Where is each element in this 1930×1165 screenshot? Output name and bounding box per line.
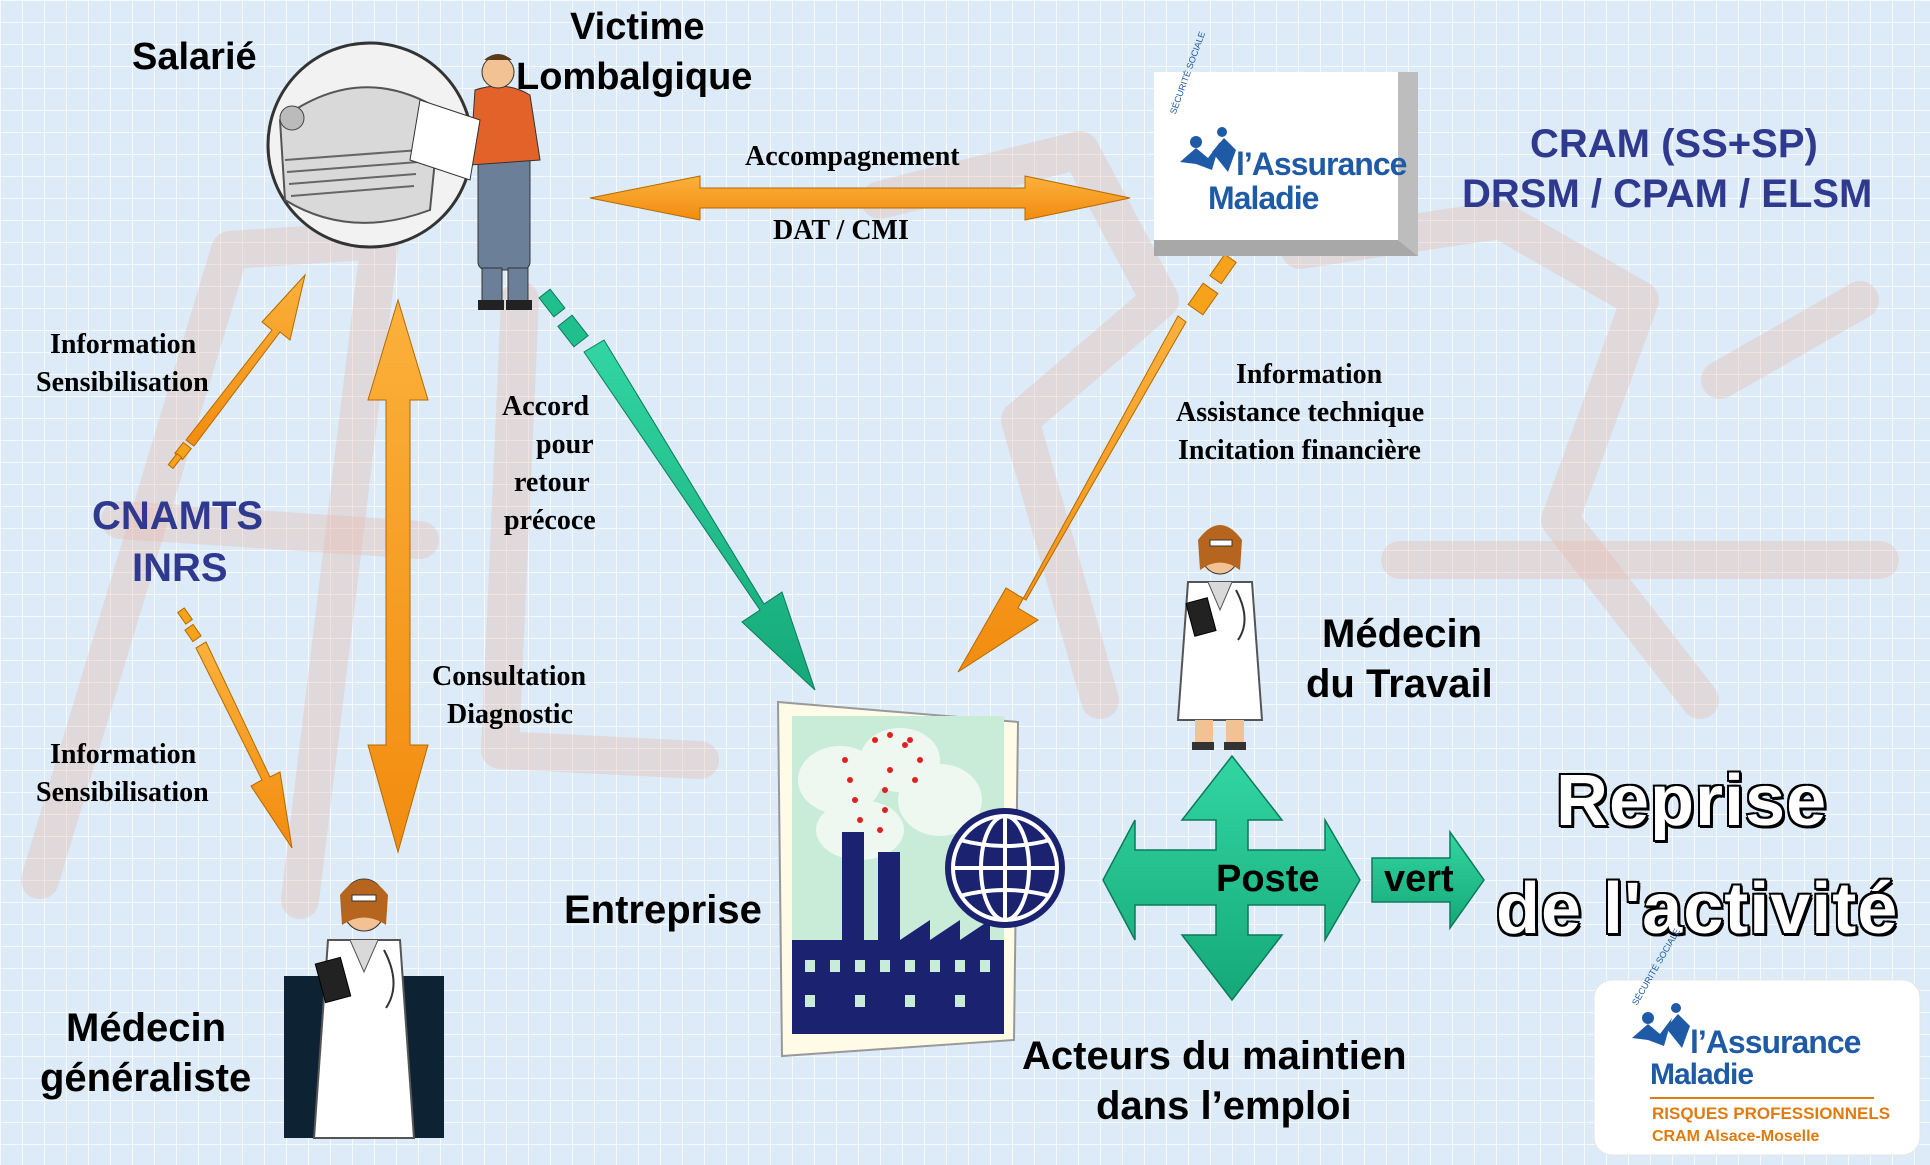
info-sens-bottom-line2: Sensibilisation xyxy=(36,777,209,808)
info-sens-top-line2: Sensibilisation xyxy=(36,367,209,398)
logo-top-line2: Maladie xyxy=(1208,180,1319,216)
accord-line2: pour xyxy=(536,429,594,460)
consultation-label: Consultation xyxy=(432,661,587,692)
vert-label: vert xyxy=(1384,858,1454,900)
diagnostic-label: Diagnostic xyxy=(447,699,573,730)
accompagnement-arrow xyxy=(589,175,1131,221)
consultation-arrow xyxy=(367,298,429,854)
globe-icon xyxy=(945,808,1065,928)
factory-illustration xyxy=(776,700,1020,1058)
assurance-maladie-rp-logo-box xyxy=(1593,979,1921,1156)
logo-bottom-sub2: CRAM Alsace-Moselle xyxy=(1652,1128,1820,1145)
reprise-line1: Reprise xyxy=(1556,761,1828,841)
salarie-label: Salarié xyxy=(132,36,257,78)
dat-cmi-label: DAT / CMI xyxy=(773,215,909,246)
accompagnement-label: Accompagnement xyxy=(745,141,960,172)
medecin-generaliste-line2: généraliste xyxy=(40,1056,252,1100)
general-doctor-illustration xyxy=(284,878,444,1139)
medecin-travail-line1: Médecin xyxy=(1322,612,1483,656)
acteurs-line2: dans l’emploi xyxy=(1096,1084,1352,1128)
poste-label: Poste xyxy=(1216,858,1320,900)
info-cram-line1: Information xyxy=(1236,359,1383,390)
accord-line1: Accord xyxy=(502,391,590,422)
info-sens-bottom-line1: Information xyxy=(50,739,197,770)
assurance-maladie-logo-box xyxy=(1154,72,1418,256)
cnamts-label: CNAMTS xyxy=(92,494,264,538)
cram-label-line2: DRSM / CPAM / ELSM xyxy=(1462,172,1873,216)
inrs-label: INRS xyxy=(132,546,228,590)
info-cram-line3: Incitation financière xyxy=(1178,435,1421,466)
cnamts-to-salarie-arrow xyxy=(167,273,306,470)
acteurs-line1: Acteurs du maintien xyxy=(1022,1034,1407,1078)
info-cram-line2: Assistance technique xyxy=(1176,397,1425,428)
accord-line3: retour xyxy=(514,467,590,498)
cram-to-entreprise-arrow xyxy=(957,253,1237,673)
reprise-line2: de l'activité xyxy=(1496,869,1899,949)
accord-arrow xyxy=(538,288,816,691)
logo-bottom-sub1: RISQUES PROFESSIONNELS xyxy=(1652,1104,1891,1123)
logo-bottom-line2: Maladie xyxy=(1650,1058,1754,1091)
occupational-doctor-illustration xyxy=(1176,525,1264,750)
logo-top-line1: l’Assurance xyxy=(1236,146,1407,182)
entreprise-label: Entreprise xyxy=(564,888,762,932)
info-sens-top-line1: Information xyxy=(50,329,197,360)
vert-arrow xyxy=(1371,829,1485,931)
cnamts-to-medecin-arrow xyxy=(177,607,293,849)
victime-label-line1: Victime xyxy=(570,6,705,48)
worker-illustration xyxy=(266,41,541,310)
accord-line4: précoce xyxy=(504,505,596,536)
poste-cross-arrow xyxy=(1102,754,1361,1002)
medecin-travail-line2: du Travail xyxy=(1306,662,1493,706)
logo-bottom-line1: l’Assurance xyxy=(1690,1024,1861,1060)
cram-label-line1: CRAM (SS+SP) xyxy=(1530,122,1818,166)
medecin-generaliste-line1: Médecin xyxy=(66,1006,227,1050)
victime-label-line2: Lombalgique xyxy=(516,56,753,98)
